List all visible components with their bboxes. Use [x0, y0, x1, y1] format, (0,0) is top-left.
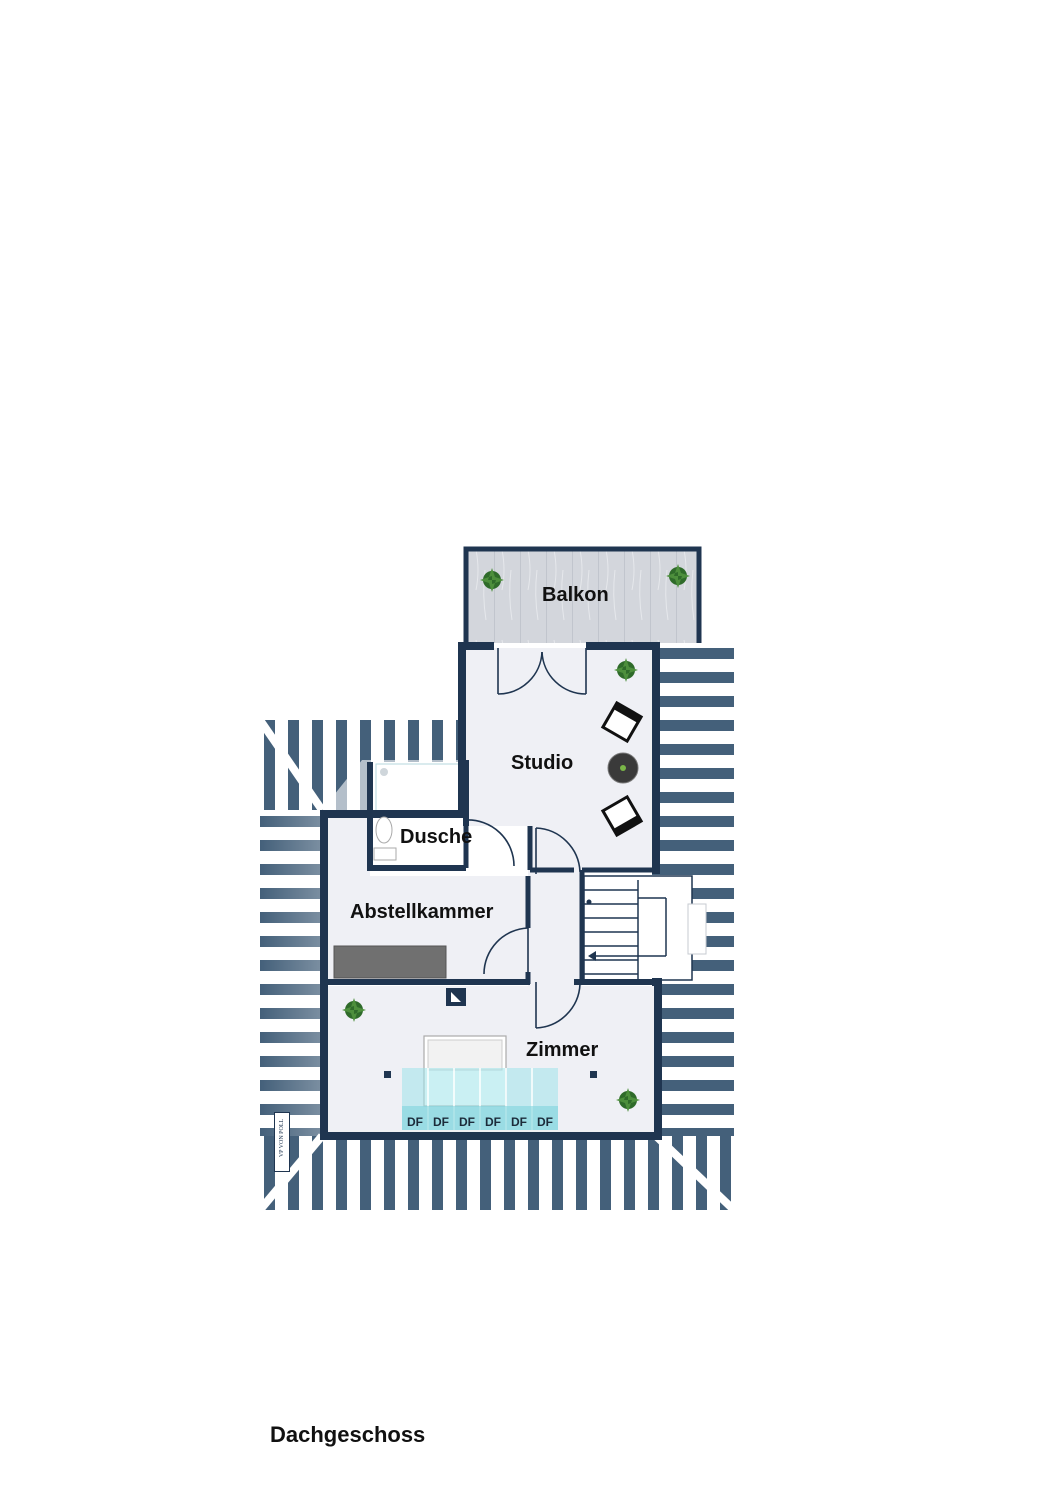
von-poll-logo: VP VON POLL [274, 1112, 290, 1172]
skylights [402, 1068, 558, 1130]
skylight-label: DF [537, 1115, 553, 1129]
abstellkammer-floor [328, 814, 528, 980]
bedside-left [384, 1071, 391, 1078]
room-label-zimmer: Zimmer [526, 1039, 599, 1061]
skylight-label: DF [511, 1115, 527, 1129]
dusche-door[interactable] [465, 819, 515, 867]
abstellkammer-door[interactable] [483, 927, 529, 975]
bedside-right [590, 1071, 597, 1078]
staircase [583, 875, 707, 981]
studio-door[interactable] [535, 827, 581, 874]
armchair-top-icon [600, 700, 644, 744]
balcony-french-door[interactable] [497, 648, 587, 695]
balcony-deck [463, 546, 702, 643]
skylight-label: DF [485, 1115, 501, 1129]
zimmer-door[interactable] [535, 982, 581, 1029]
logo-text: VP VON POLL [279, 1118, 285, 1158]
room-label-dusche: Dusche [400, 826, 473, 848]
toilet-icon [373, 816, 397, 861]
room-label-balkon: Balkon [542, 584, 609, 606]
room-label-studio: Studio [511, 752, 574, 774]
hall-floor [528, 826, 582, 986]
roof-bottom [260, 1136, 734, 1210]
shower-head-icon [380, 768, 388, 776]
armchair-bottom-icon [600, 794, 644, 838]
room-label-abstellkammer: Abstellkammer [350, 901, 494, 923]
skylight-label: DF [433, 1115, 449, 1129]
chimney-icon [446, 988, 466, 1006]
storage-shelf [333, 945, 447, 979]
plant-leaf-icon [342, 564, 690, 1112]
skylight-label: DF [407, 1115, 423, 1129]
skylight-label: DF [459, 1115, 475, 1129]
floor-title: Dachgeschoss [270, 1422, 426, 1447]
dusche-tiles [375, 763, 463, 813]
walls [320, 642, 662, 1140]
